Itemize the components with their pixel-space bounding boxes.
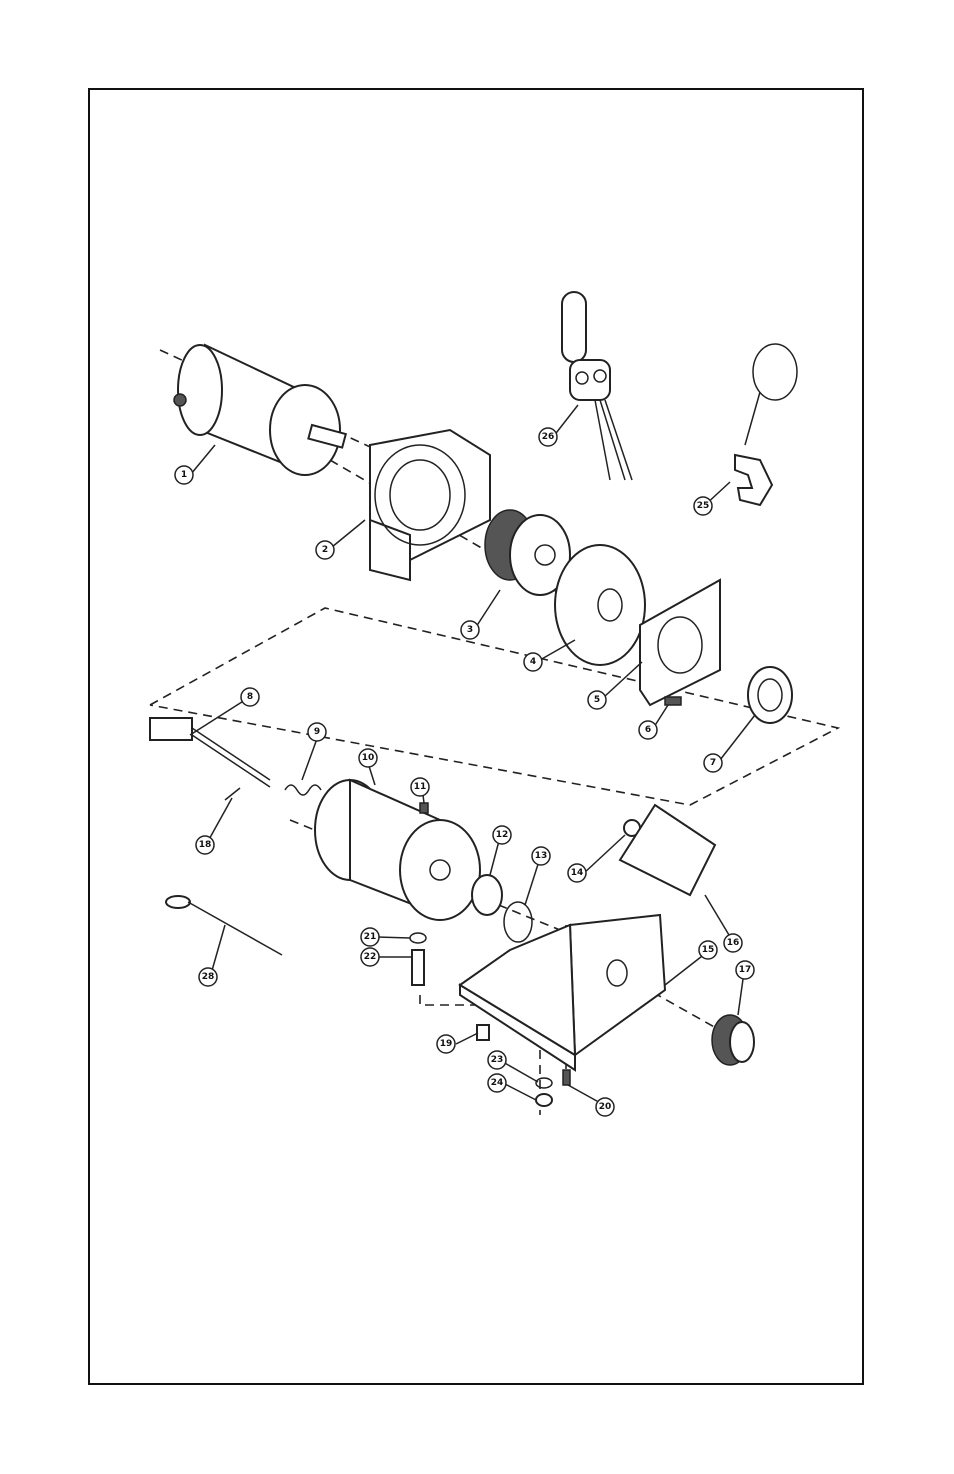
callout-8: 8 <box>241 688 259 706</box>
svg-text:4: 4 <box>530 657 536 667</box>
callout-7: 7 <box>704 754 722 772</box>
part-16-cover <box>620 805 715 895</box>
callout-15: 15 <box>699 941 717 959</box>
svg-text:6: 6 <box>645 725 651 735</box>
svg-text:21: 21 <box>364 932 377 942</box>
svg-text:9: 9 <box>314 727 320 737</box>
part-8-drive-shaft <box>150 718 270 787</box>
svg-text:12: 12 <box>496 830 509 840</box>
svg-text:20: 20 <box>599 1102 612 1112</box>
part-15-mounting-bracket <box>460 915 665 1070</box>
part-17-knob <box>712 1015 754 1065</box>
part-6-screw <box>665 697 681 705</box>
callout-9: 9 <box>308 723 326 741</box>
svg-text:16: 16 <box>727 938 740 948</box>
callout-1: 1 <box>175 466 193 484</box>
callout-17: 17 <box>736 961 754 979</box>
callout-6: 6 <box>639 721 657 739</box>
callout-5: 5 <box>588 691 606 709</box>
svg-text:11: 11 <box>414 782 427 792</box>
part-28-handle <box>166 896 282 955</box>
part-5-end-plate <box>640 580 720 705</box>
callout-2: 2 <box>316 541 334 559</box>
svg-text:3: 3 <box>467 625 473 635</box>
svg-text:24: 24 <box>491 1078 504 1088</box>
svg-text:17: 17 <box>739 965 752 975</box>
callout-19: 19 <box>437 1035 455 1053</box>
part-18-key <box>225 788 240 800</box>
callout-3: 3 <box>461 621 479 639</box>
callout-23: 23 <box>488 1051 506 1069</box>
part-25-hook <box>735 344 797 505</box>
part-20-screw <box>563 1070 570 1085</box>
callout-25: 25 <box>694 497 712 515</box>
callout-11: 11 <box>411 778 429 796</box>
svg-text:28: 28 <box>202 972 215 982</box>
svg-text:1: 1 <box>181 470 187 480</box>
part-24-nut <box>536 1094 552 1106</box>
callout-20: 20 <box>596 1098 614 1116</box>
callout-26: 26 <box>539 428 557 446</box>
part-26-remote-switch <box>562 292 632 480</box>
callout-21: 21 <box>361 928 379 946</box>
part-11-pin <box>420 803 428 813</box>
part-12-bearing <box>472 875 502 915</box>
svg-text:7: 7 <box>710 758 716 768</box>
callout-24: 24 <box>488 1074 506 1092</box>
callout-28: 28 <box>199 968 217 986</box>
svg-text:14: 14 <box>571 868 584 878</box>
part-19-bolt <box>477 1025 489 1040</box>
callout-4: 4 <box>524 653 542 671</box>
callout-10: 10 <box>359 749 377 767</box>
part-21-washer <box>410 933 426 943</box>
svg-text:15: 15 <box>702 945 715 955</box>
part-2-housing <box>370 430 490 580</box>
callout-12: 12 <box>493 826 511 844</box>
svg-text:19: 19 <box>440 1039 453 1049</box>
svg-text:8: 8 <box>247 692 253 702</box>
callout-18: 18 <box>196 836 214 854</box>
part-23-lock-washer <box>536 1078 552 1088</box>
part-10-cable-drum <box>315 780 480 920</box>
svg-text:18: 18 <box>199 840 212 850</box>
svg-text:23: 23 <box>491 1055 504 1065</box>
callout-14: 14 <box>568 864 586 882</box>
part-13-o-ring <box>504 902 532 942</box>
svg-text:5: 5 <box>594 695 600 705</box>
part-1-motor <box>174 345 346 475</box>
part-7-seal <box>748 667 792 723</box>
svg-text:26: 26 <box>542 432 555 442</box>
svg-text:13: 13 <box>535 851 548 861</box>
svg-text:2: 2 <box>322 545 328 555</box>
svg-text:22: 22 <box>364 952 377 962</box>
part-9-spring <box>285 785 321 795</box>
svg-text:25: 25 <box>697 501 710 511</box>
svg-text:10: 10 <box>362 753 375 763</box>
callout-22: 22 <box>361 948 379 966</box>
callout-16: 16 <box>724 934 742 952</box>
part-22-bolt <box>412 950 424 985</box>
callout-13: 13 <box>532 847 550 865</box>
part-4-brake-disc <box>555 545 645 665</box>
